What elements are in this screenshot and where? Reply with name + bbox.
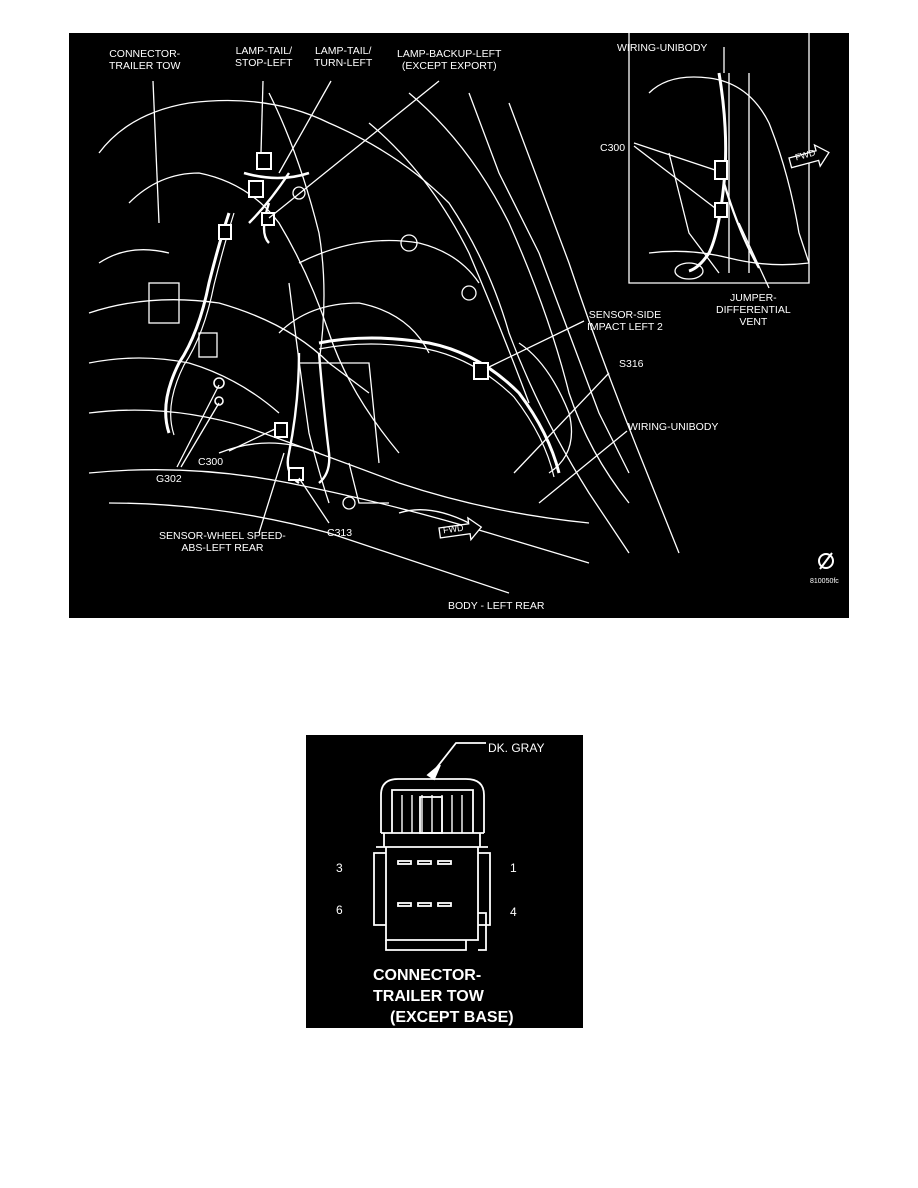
label-wiring-unibody-right: WIRING-UNIBODY (628, 421, 719, 433)
label-s316: S316 (619, 358, 644, 370)
label-lamp-tail-turn-left: LAMP-TAIL/ TURN-LEFT (314, 45, 373, 69)
label-sensor-side-impact: SENSOR-SIDE IMPACT LEFT 2 (587, 309, 663, 333)
trailer-tow-connector-pinout: DK. GRAY 3 1 6 4 CONNECTOR- TRAILER TOW … (306, 735, 583, 1028)
pin-3-label: 3 (336, 861, 343, 875)
label-sensor-wheel-speed: SENSOR-WHEEL SPEED- ABS-LEFT REAR (159, 530, 286, 554)
label-c300-inset: C300 (600, 142, 626, 154)
label-c313: C313 (327, 527, 353, 539)
connector-title-line2: TRAILER TOW (373, 988, 484, 1005)
wiring-illustration (88, 33, 834, 594)
color-label: DK. GRAY (488, 741, 545, 755)
figure-caption: BODY - LEFT REAR (448, 600, 545, 612)
pin-4-label: 4 (510, 905, 517, 919)
body-left-rear-diagram: CONNECTOR- TRAILER TOW LAMP-TAIL/ STOP-L… (69, 33, 849, 618)
label-jumper-differential-vent: JUMPER- DIFFERENTIAL VENT (716, 292, 791, 328)
pin-6-label: 6 (336, 903, 343, 917)
label-lamp-backup-left: LAMP-BACKUP-LEFT (EXCEPT EXPORT) (397, 48, 502, 72)
pin-1-label: 1 (510, 861, 517, 875)
label-c300: C300 (198, 456, 224, 468)
connector-title-line1: CONNECTOR- (373, 967, 482, 984)
connector-illustration (373, 742, 491, 951)
figure-code: 810050fc (810, 578, 839, 585)
label-lamp-tail-stop-left: LAMP-TAIL/ STOP-LEFT (235, 45, 293, 69)
label-wiring-unibody-top: WIRING-UNIBODY (617, 42, 708, 54)
label-connector-trailer-tow: CONNECTOR- TRAILER TOW (109, 48, 181, 72)
connector-title-line3: (EXCEPT BASE) (390, 1009, 514, 1026)
label-g302: G302 (156, 473, 182, 485)
